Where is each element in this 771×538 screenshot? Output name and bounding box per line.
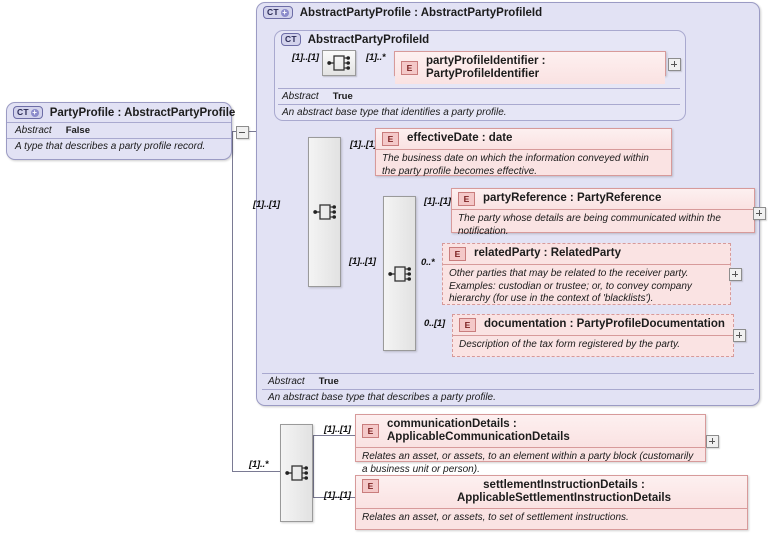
element-description: Relates an asset, or assets, to set of s…	[356, 508, 747, 528]
plus-glyph-icon: +	[280, 7, 289, 17]
element-title: settlementInstructionDetails : Applicabl…	[456, 479, 672, 505]
cardinality-communicationDetails: [1]..[1]	[324, 424, 351, 435]
connector-seqbottom-right	[313, 435, 314, 497]
cardinality-relatedParty: 0..*	[421, 257, 435, 268]
cardinality-seq-inner-id: [1]..[1]	[292, 52, 319, 63]
sequence-compositor-inner-id[interactable]	[322, 50, 356, 76]
sequence-icon	[284, 465, 308, 481]
outer-abstract-label: Abstract	[268, 376, 305, 387]
connector-seqbottom-to-comm	[313, 435, 355, 436]
plus-glyph-icon: +	[30, 107, 39, 117]
inner-type-header: CT AbstractPartyProfileId	[275, 31, 685, 48]
sequence-icon	[387, 265, 411, 282]
element-header: E partyReference : PartyReference	[452, 189, 754, 209]
sequence-icon	[312, 204, 336, 220]
element-communicationDetails[interactable]: E communicationDetails : ApplicableCommu…	[355, 414, 706, 475]
element-effectiveDate[interactable]: E effectiveDate : date The business date…	[375, 128, 672, 177]
element-badge-icon: E	[362, 424, 379, 439]
element-title: relatedParty : RelatedParty	[474, 247, 622, 260]
outer-type-header: CT+ AbstractPartyProfile : AbstractParty…	[257, 3, 759, 22]
root-type-description: A type that describes a party profile re…	[7, 138, 231, 157]
element-description: The party whose details are being commun…	[452, 209, 754, 241]
element-header: E partyProfileIdentifier : PartyProfileI…	[395, 52, 665, 85]
element-header: E settlementInstructionDetails : Applica…	[356, 476, 747, 509]
inner-type-description: An abstract base type that identifies a …	[278, 104, 680, 120]
connector-to-seq-bottom	[232, 471, 280, 472]
element-description: Other parties that may be related to the…	[443, 264, 730, 309]
cardinality-effectiveDate: [1]..[1]	[350, 139, 377, 150]
element-badge-icon: E	[459, 318, 476, 332]
element-header: E relatedParty : RelatedParty	[443, 244, 730, 264]
element-description: Description of the tax form registered b…	[453, 335, 733, 355]
cardinality-partyReference: [1]..[1]	[424, 196, 451, 207]
element-description: The business date on which the informati…	[376, 149, 671, 181]
sequence-icon	[327, 55, 350, 71]
root-type-header: CT+ PartyProfile : AbstractPartyProfile	[7, 103, 235, 122]
complex-type-badge-icon: CT	[281, 33, 301, 46]
element-header: E communicationDetails : ApplicableCommu…	[356, 415, 705, 448]
root-abstract-value: False	[65, 125, 90, 136]
expand-toggle-partyProfileIdentifier[interactable]	[668, 58, 681, 71]
inner-abstract-value: True	[332, 91, 353, 102]
complex-type-badge-icon: CT+	[263, 6, 293, 19]
element-header: E effectiveDate : date	[376, 129, 671, 149]
element-badge-icon: E	[362, 479, 379, 493]
inner-abstract-label: Abstract	[282, 91, 319, 102]
element-description: Relates an asset, or assets, to an eleme…	[356, 447, 705, 479]
element-title: effectiveDate : date	[407, 132, 513, 145]
connector-seqbottom-to-settle	[313, 497, 355, 498]
connector-spine-bottom	[232, 131, 233, 471]
outer-type-abstract-row: Abstract True	[262, 373, 754, 389]
outer-type-title: AbstractPartyProfile : AbstractPartyProf…	[299, 6, 543, 19]
element-title: partyProfileIdentifier : PartyProfileIde…	[426, 55, 546, 81]
cardinality-partyProfileIdentifier: [1]..*	[366, 52, 386, 63]
sequence-compositor-outer-mid[interactable]	[383, 196, 416, 351]
element-title: partyReference : PartyReference	[483, 192, 662, 205]
root-type-abstract-row: Abstract False	[7, 122, 231, 138]
root-type-title: PartyProfile : AbstractPartyProfile	[49, 106, 236, 119]
sequence-compositor-outer-top[interactable]	[308, 137, 341, 287]
root-type-box[interactable]: CT+ PartyProfile : AbstractPartyProfile …	[6, 102, 235, 160]
root-collapse-toggle[interactable]	[236, 126, 249, 139]
element-badge-icon: E	[401, 61, 418, 76]
element-relatedParty[interactable]: E relatedParty : RelatedParty Other part…	[442, 243, 731, 305]
expand-toggle-communicationDetails[interactable]	[706, 435, 719, 448]
sequence-compositor-bottom[interactable]	[280, 424, 313, 522]
element-settlementInstructionDetails[interactable]: E settlementInstructionDetails : Applica…	[355, 475, 748, 530]
element-title: documentation : PartyProfileDocumentatio…	[484, 318, 725, 331]
element-title: communicationDetails : ApplicableCommuni…	[387, 418, 570, 444]
element-partyProfileIdentifier[interactable]: E partyProfileIdentifier : PartyProfileI…	[394, 51, 666, 85]
cardinality-seq-bottom: [1]..*	[249, 459, 269, 470]
element-documentation[interactable]: E documentation : PartyProfileDocumentat…	[452, 314, 734, 357]
complex-type-badge-icon: CT+	[13, 106, 43, 119]
element-badge-icon: E	[382, 132, 399, 146]
expand-toggle-relatedParty[interactable]	[729, 268, 742, 281]
outer-type-description: An abstract base type that describes a p…	[262, 389, 754, 405]
root-abstract-label: Abstract	[15, 125, 52, 136]
cardinality-settlementInstructionDetails: [1]..[1]	[324, 490, 351, 501]
outer-abstract-value: True	[318, 376, 339, 387]
element-header: E documentation : PartyProfileDocumentat…	[453, 315, 733, 335]
expand-toggle-partyReference[interactable]	[753, 207, 766, 220]
cardinality-documentation: 0..[1]	[424, 318, 445, 329]
element-badge-icon: E	[458, 192, 475, 206]
inner-type-abstract-row: Abstract True	[278, 88, 680, 104]
element-partyReference[interactable]: E partyReference : PartyReference The pa…	[451, 188, 755, 237]
cardinality-seq-outer-top: [1]..[1]	[253, 199, 280, 210]
cardinality-seq-outer-mid: [1]..[1]	[349, 256, 376, 267]
inner-type-title: AbstractPartyProfileId	[307, 33, 430, 46]
expand-toggle-documentation[interactable]	[733, 329, 746, 342]
element-badge-icon: E	[449, 247, 466, 261]
